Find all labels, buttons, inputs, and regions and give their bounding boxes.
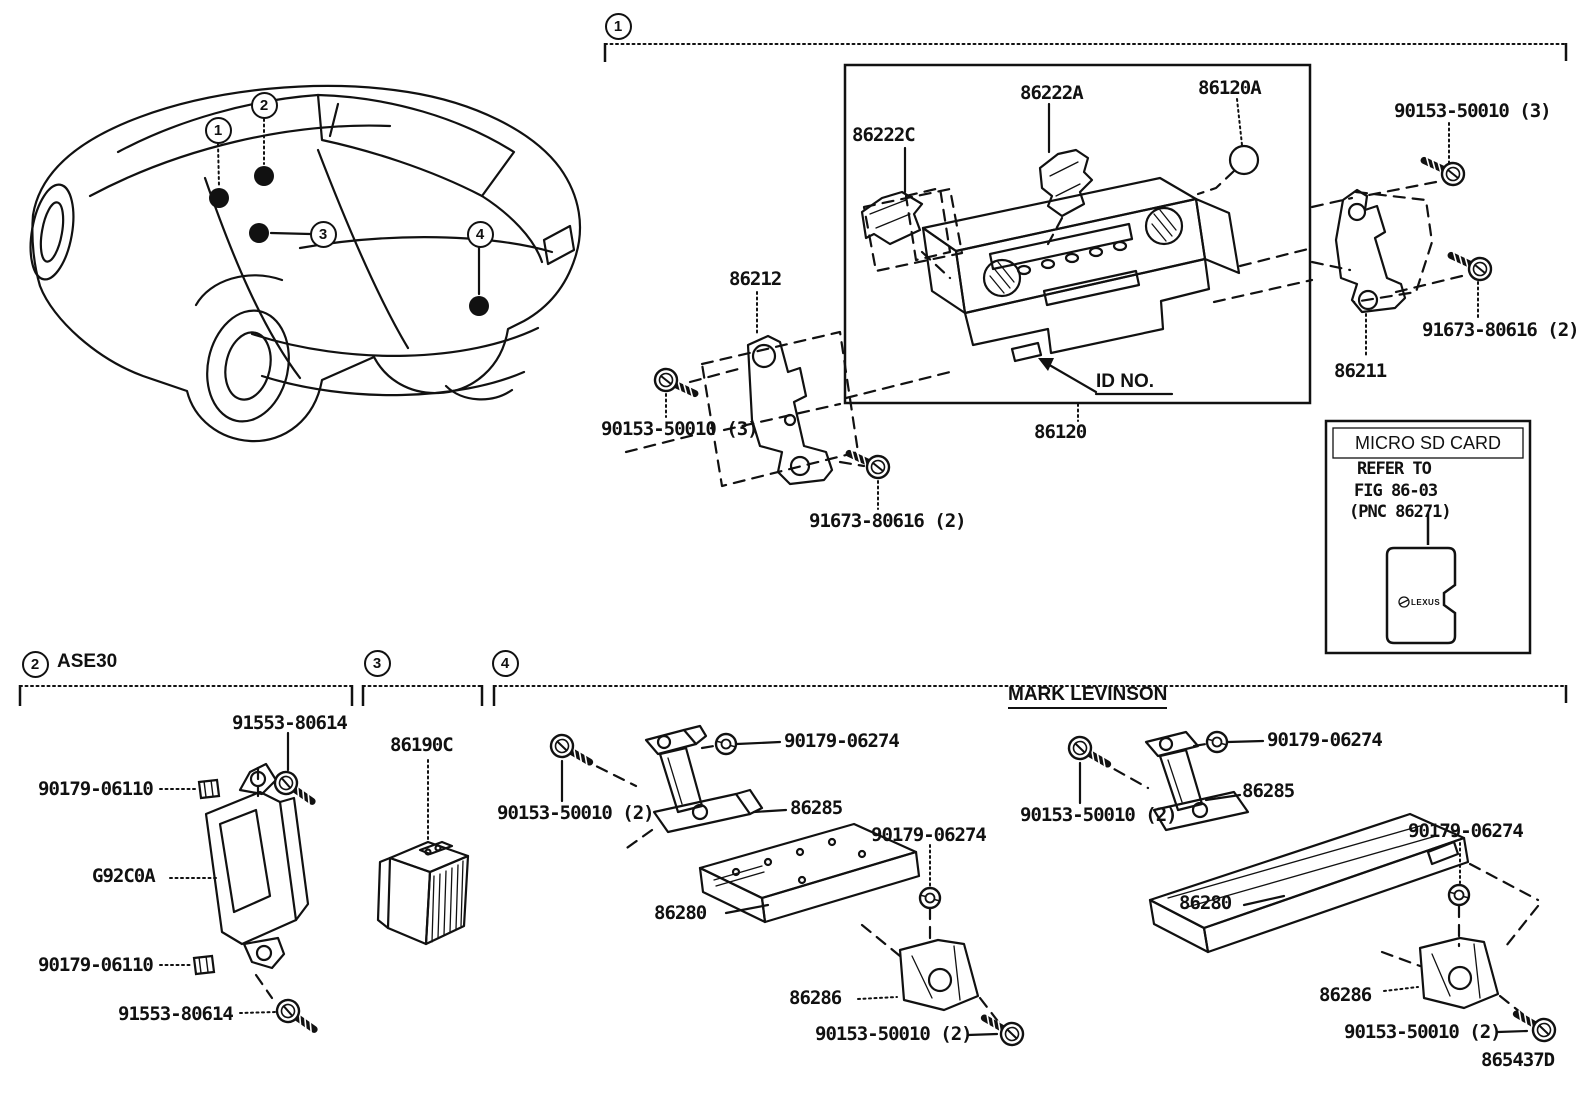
screw-90153-left (654, 368, 697, 418)
part-label-91553-80614-bottom: 91553-80614 (118, 1003, 234, 1025)
sd-card-ref-line1: REFER TO (1357, 459, 1432, 479)
s4-left-nut-mid (918, 886, 942, 910)
part-label-90153-50010-s4l-top: 90153-50010 (2) (497, 802, 655, 824)
part-label-86286-right: 86286 (1319, 984, 1372, 1006)
car-callout-3-number: 3 (318, 225, 328, 243)
module-86190c-drawing (376, 759, 470, 946)
part-label-86222a: 86222A (1020, 82, 1084, 104)
part-label-86120: 86120 (1034, 421, 1087, 443)
lexus-logo-icon (1398, 596, 1410, 608)
part-label-86211: 86211 (1334, 360, 1387, 382)
section3-number: 3 (372, 654, 382, 672)
part-label-90179-06110-bottom: 90179-06110 (38, 954, 154, 976)
receiver-detail-box (843, 63, 1312, 405)
s4-left-screw-top (549, 733, 594, 766)
sd-card-ref-line3: (PNC 86271) (1349, 502, 1452, 522)
s4-right-assembly-drawing (1078, 730, 1540, 1034)
s4-right-screw-top (1067, 735, 1112, 768)
part-label-86286-left: 86286 (789, 987, 842, 1009)
figure-code: 865437D (1481, 1049, 1555, 1071)
clip-90179-top (197, 778, 221, 800)
part-label-90153-50010-right: 90153-50010 (3) (1394, 100, 1552, 122)
part-label-86285-right: 86285 (1242, 780, 1295, 802)
screw-90153-right (1422, 122, 1465, 186)
sd-card-ref-line2: FIG 86-03 (1354, 481, 1438, 501)
car-callout-3: 3 (309, 220, 337, 248)
s4-right-nut-top (1205, 730, 1229, 754)
s4-left-assembly-drawing (560, 724, 1002, 1037)
bolt-91673-left (847, 449, 890, 510)
part-label-91673-80616-right: 91673-80616 (2) (1422, 319, 1580, 341)
section2-number: 2 (30, 655, 40, 673)
part-label-86222c: 86222C (852, 124, 916, 146)
clip-90179-bottom (192, 954, 216, 976)
part-label-90179-06274-s4l-mid: 90179-06274 (871, 824, 987, 846)
part-label-g92c0a: G92C0A (92, 865, 156, 887)
micro-sd-card-box (1324, 419, 1532, 655)
part-label-90153-50010-s4r-top: 90153-50010 (2) (1020, 804, 1178, 826)
radio-receiver-drawing (862, 176, 1314, 363)
bracket-86212-drawing (624, 291, 952, 488)
s4-right-screw-bottom (1513, 1010, 1558, 1043)
section1-bracket (603, 43, 1568, 62)
section2-callout: 2 (21, 650, 49, 678)
section4-number: 4 (500, 654, 510, 672)
car-callout-2-number: 2 (259, 96, 269, 114)
id-no-pointer (1038, 358, 1174, 396)
section4-bracket (492, 685, 1568, 706)
part-label-86120a: 86120A (1198, 77, 1262, 99)
screw-91553-bottom (273, 998, 319, 1034)
car-callout-4-number: 4 (475, 225, 485, 243)
part-label-90153-50010-left: 90153-50010 (3) (601, 418, 759, 440)
section3-callout: 3 (363, 649, 391, 677)
bolt-91673-right (1449, 251, 1492, 319)
section4-title-mark-levinson: MARK LEVINSON (1008, 685, 1168, 709)
section1-callout: 1 (604, 12, 632, 40)
car-callout-1: 1 (204, 116, 232, 144)
s4-right-nut-mid (1447, 883, 1471, 907)
car-illustration (29, 84, 582, 443)
s4-left-screw-bottom (981, 1014, 1026, 1047)
part-label-90179-06274-s4r-mid: 90179-06274 (1408, 820, 1524, 842)
part-label-90153-50010-s4r-bottom: 90153-50010 (2) (1344, 1021, 1502, 1043)
part-label-90153-50010-s4l-bottom: 90153-50010 (2) (815, 1023, 973, 1045)
part-label-86190c: 86190C (390, 734, 454, 756)
part-label-86285-left: 86285 (790, 797, 843, 819)
id-no-label: ID NO. (1096, 371, 1155, 392)
sd-card-lexus-logo-text: LEXUS (1411, 598, 1441, 607)
part-label-90179-06274-s4l-top: 90179-06274 (784, 730, 900, 752)
sd-card-title: MICRO SD CARD (1354, 433, 1501, 453)
antenna-connector-86222a-drawing (1038, 102, 1094, 246)
car-callout-2: 2 (250, 91, 278, 119)
antenna-connector-86222c-drawing (860, 146, 952, 280)
part-label-91673-80616-left: 91673-80616 (2) (809, 510, 967, 532)
section2-title: ASE30 (57, 651, 118, 672)
section4-callout: 4 (491, 649, 519, 677)
knob-86120a-drawing (1196, 98, 1260, 196)
module-g92c0a-drawing (159, 731, 310, 1014)
part-label-86280-right: 86280 (1179, 892, 1232, 914)
car-callout-1-number: 1 (213, 121, 223, 139)
part-label-86280-left: 86280 (654, 902, 707, 924)
section3-bracket (361, 685, 484, 706)
part-label-91553-80614-top: 91553-80614 (232, 712, 348, 734)
s4-left-nut-top (714, 732, 738, 756)
part-label-90179-06110-top: 90179-06110 (38, 778, 154, 800)
part-label-86212: 86212 (729, 268, 782, 290)
section2-bracket (18, 685, 354, 706)
bracket-86211-drawing (1310, 180, 1464, 359)
part-label-90179-06274-s4r-top: 90179-06274 (1267, 729, 1383, 751)
car-callout-4: 4 (466, 220, 494, 248)
section1-number: 1 (613, 17, 623, 35)
